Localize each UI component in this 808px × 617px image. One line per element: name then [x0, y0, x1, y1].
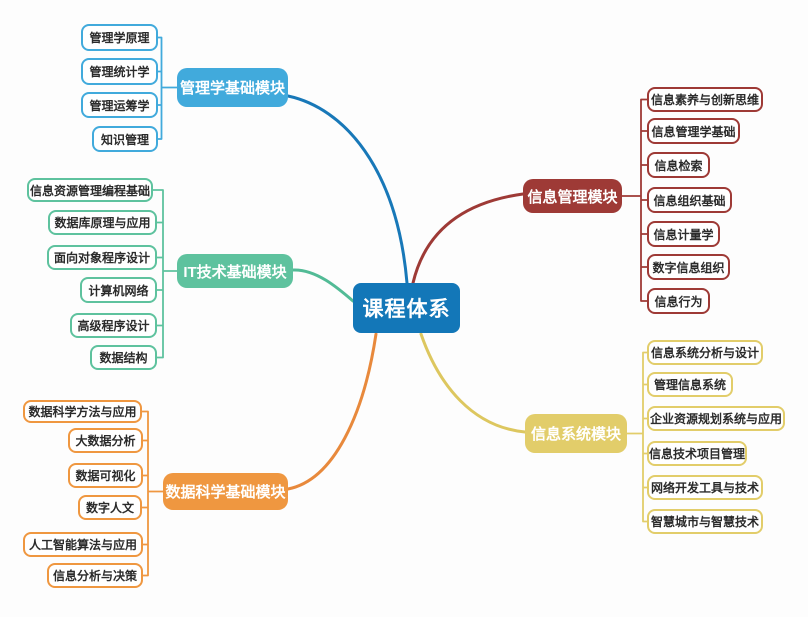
topic-data-science-methods[interactable]: 数据科学方法与应用 — [23, 400, 142, 423]
bracket-it — [152, 189, 178, 359]
edge-data-science-branch — [286, 332, 378, 491]
branch-data-science-node[interactable]: 数据科学基础模块 — [163, 473, 288, 510]
topic-web-dev-tools[interactable]: 网络开发工具与技术 — [647, 475, 763, 500]
topic-principles-of-management[interactable]: 管理学原理 — [81, 24, 158, 51]
topic-information-behavior[interactable]: 信息行为 — [647, 288, 710, 314]
topic-digital-humanities[interactable]: 数字人文 — [78, 495, 142, 520]
branch-it-node[interactable]: IT技术基础模块 — [177, 254, 293, 288]
topic-info-organization-basics[interactable]: 信息组织基础 — [647, 187, 732, 213]
topic-info-literacy-innovation[interactable]: 信息素养与创新思维 — [647, 87, 763, 112]
topic-computer-networks[interactable]: 计算机网络 — [80, 277, 157, 303]
topic-irm-programming-basics[interactable]: 信息资源管理编程基础 — [27, 178, 153, 202]
edge-info-systems-branch — [419, 332, 527, 434]
topic-data-visualization[interactable]: 数据可视化 — [68, 463, 143, 488]
edge-it-branch — [291, 268, 355, 303]
branch-info-management-node[interactable]: 信息管理模块 — [523, 179, 622, 213]
topic-database-principles[interactable]: 数据库原理与应用 — [48, 210, 157, 235]
topic-info-management-basics[interactable]: 信息管理学基础 — [647, 118, 740, 144]
topic-oop[interactable]: 面向对象程序设计 — [47, 245, 157, 270]
topic-management-info-systems[interactable]: 管理信息系统 — [647, 372, 733, 397]
branch-info-systems-node[interactable]: 信息系统模块 — [525, 414, 627, 453]
topic-info-analysis-decision[interactable]: 信息分析与决策 — [47, 563, 143, 588]
topic-knowledge-management[interactable]: 知识管理 — [92, 126, 158, 152]
topic-management-operations-research[interactable]: 管理运筹学 — [81, 92, 158, 118]
bracket-data-science — [141, 410, 164, 577]
root-node[interactable]: 课程体系 — [353, 283, 460, 333]
topic-management-statistics[interactable]: 管理统计学 — [81, 58, 158, 85]
topic-data-structures[interactable]: 数据结构 — [90, 345, 157, 370]
topic-information-retrieval[interactable]: 信息检索 — [647, 152, 710, 178]
topic-ai-algorithms[interactable]: 人工智能算法与应用 — [23, 532, 143, 557]
bracket-info-management — [621, 98, 648, 302]
branch-management-node[interactable]: 管理学基础模块 — [177, 68, 288, 107]
topic-digital-info-organization[interactable]: 数字信息组织 — [647, 254, 730, 280]
topic-informetrics[interactable]: 信息计量学 — [647, 221, 720, 247]
topic-big-data-analytics[interactable]: 大数据分析 — [68, 428, 143, 453]
topic-erp-systems[interactable]: 企业资源规划系统与应用 — [647, 406, 785, 431]
topic-advanced-programming[interactable]: 高级程序设计 — [70, 313, 157, 338]
topic-it-project-management[interactable]: 信息技术项目管理 — [647, 441, 747, 466]
topic-smart-city-tech[interactable]: 智慧城市与智慧技术 — [647, 509, 763, 534]
bracket-management — [157, 36, 178, 140]
topic-is-analysis-design[interactable]: 信息系统分析与设计 — [647, 340, 763, 365]
edge-management-branch — [286, 94, 409, 285]
bracket-info-systems — [626, 351, 648, 523]
edge-info-management-branch — [411, 192, 525, 285]
